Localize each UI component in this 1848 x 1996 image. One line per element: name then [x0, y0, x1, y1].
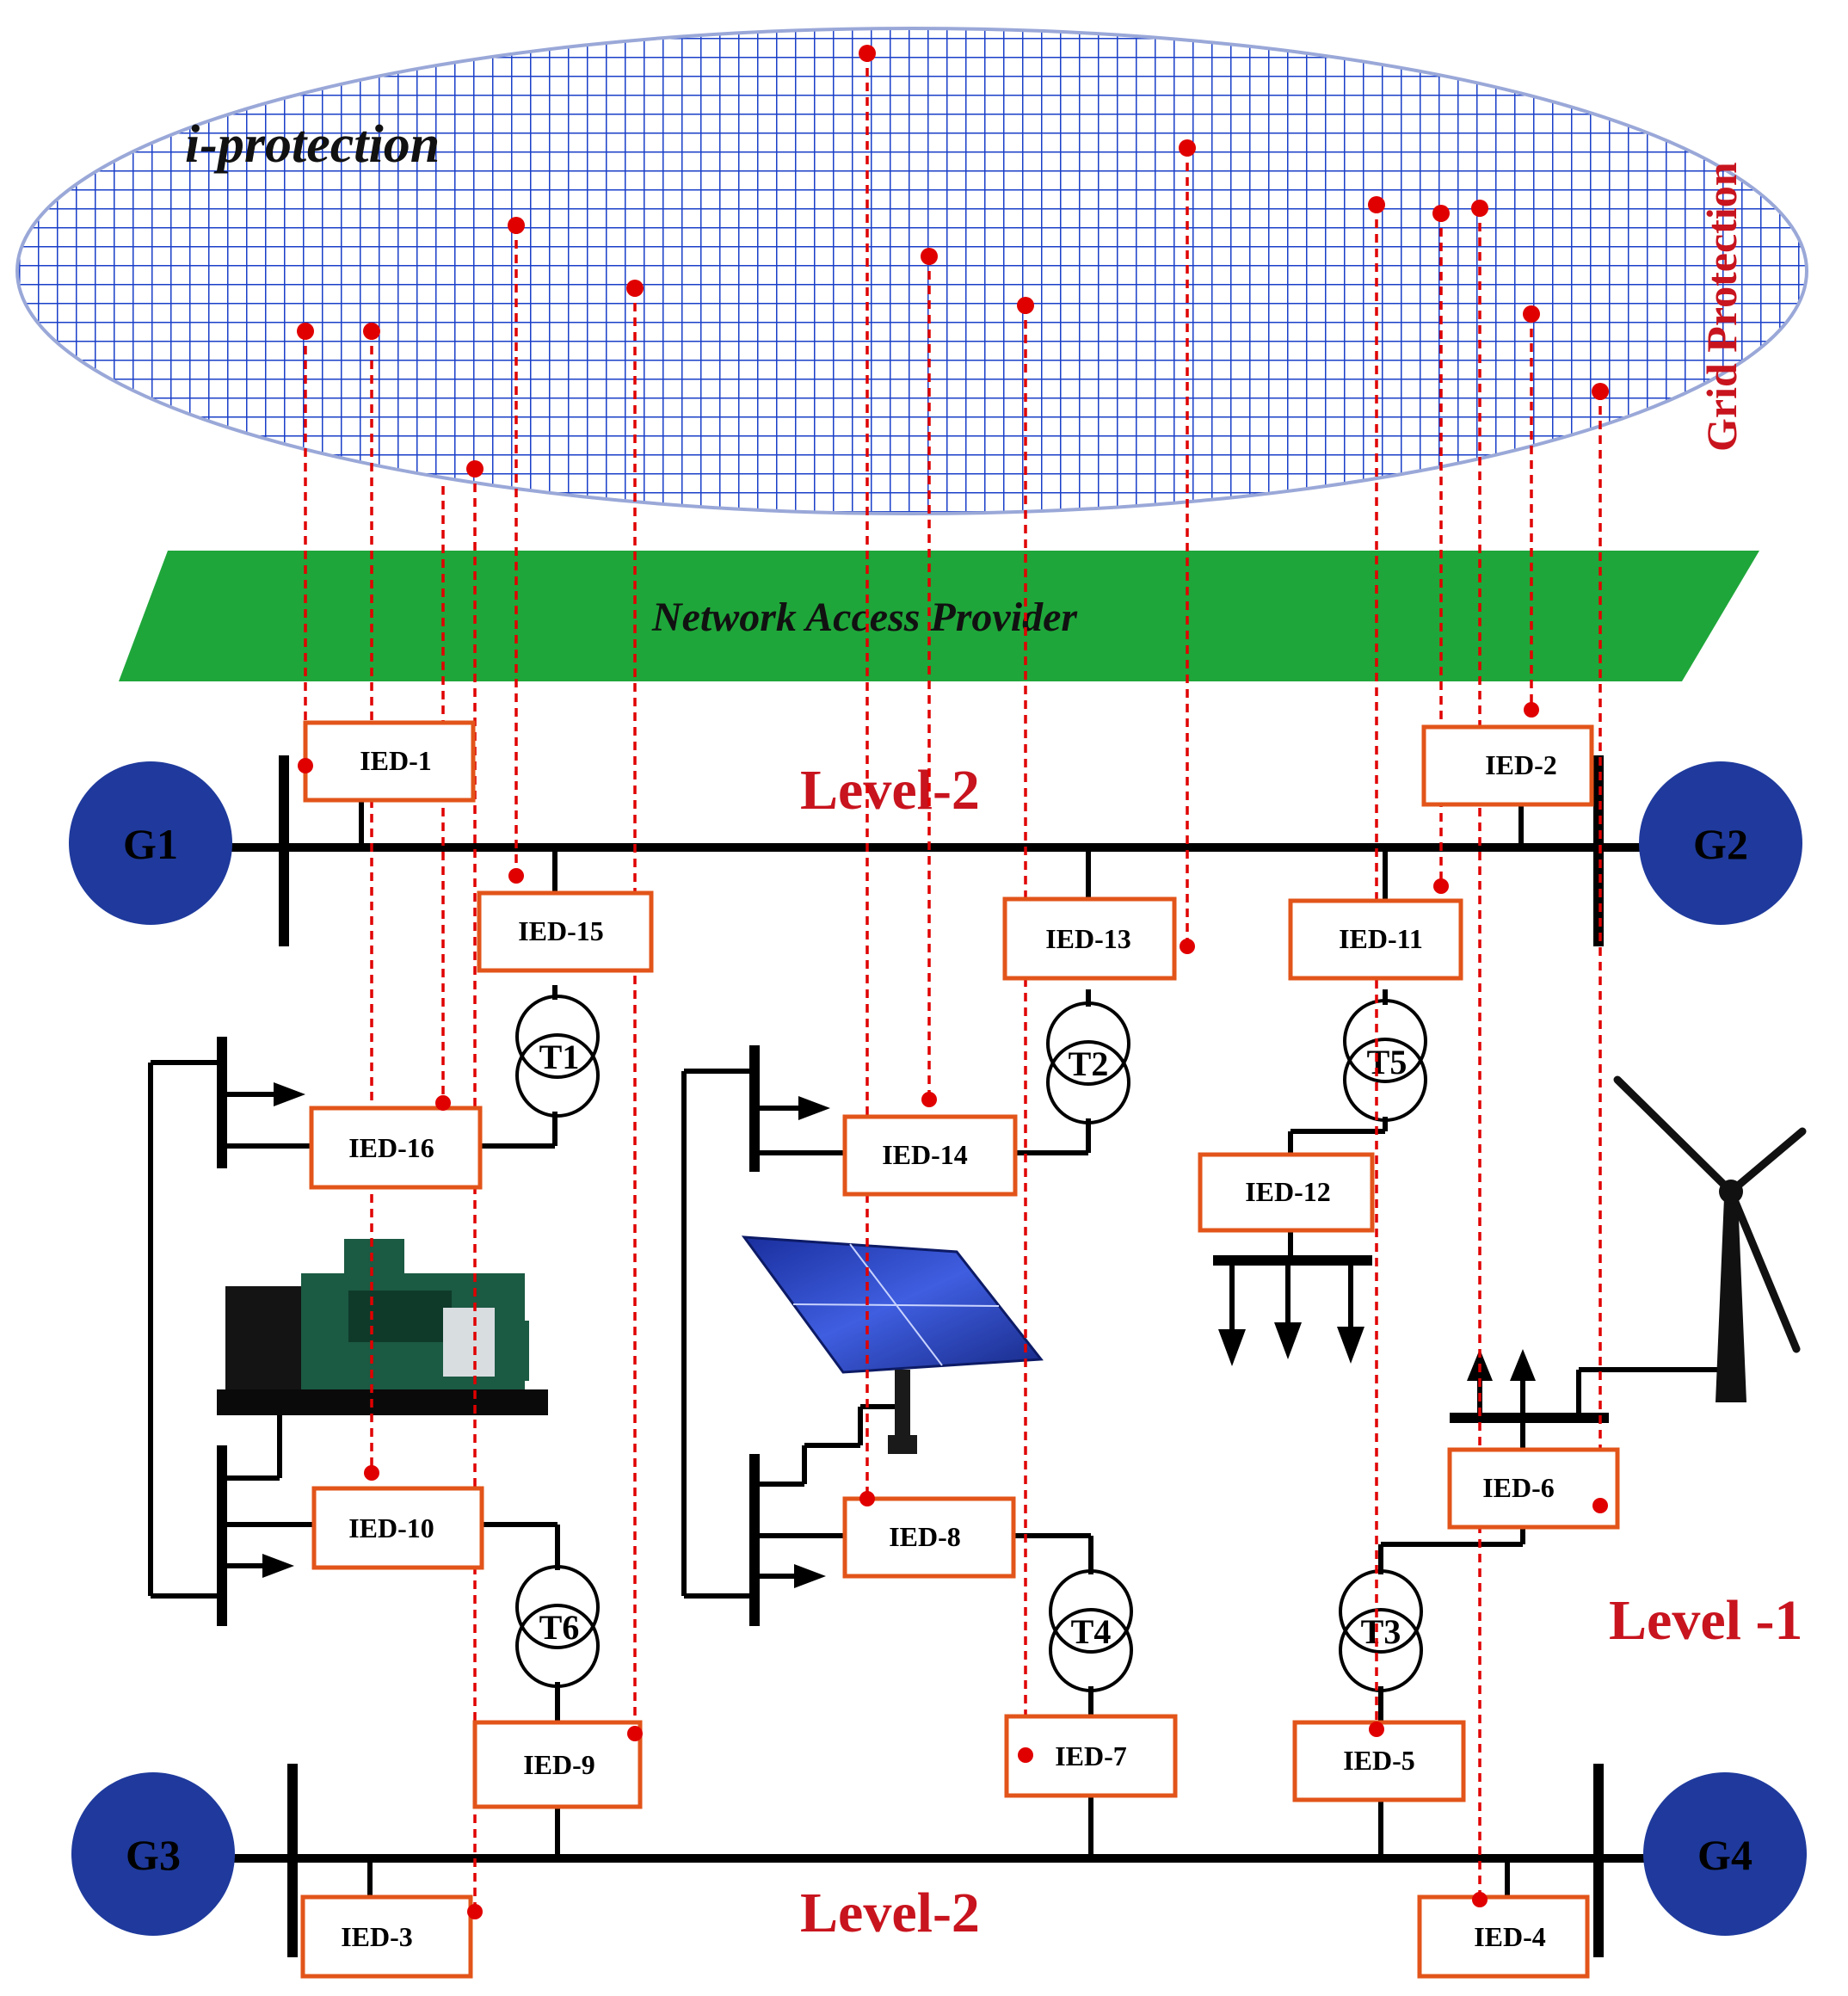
ied-4: IED-4	[1417, 1894, 1590, 1979]
ied-4-label: IED-4	[1474, 1921, 1546, 1952]
ied-8: IED-8	[842, 1496, 1016, 1579]
transformer-t3-label: T3	[1361, 1612, 1401, 1651]
level-2-top-label: Level-2	[800, 759, 980, 822]
transformer-t1-label: T1	[539, 1038, 580, 1076]
ied-2: IED-2	[1421, 724, 1594, 807]
generator-g3: G3	[71, 1772, 235, 1936]
left-feeder	[148, 985, 560, 1721]
wind-turbine-icon	[1613, 1075, 1807, 1402]
ied-12: IED-12	[1198, 1152, 1375, 1233]
ied-3-label: IED-3	[341, 1921, 413, 1952]
ied-15: IED-15	[477, 890, 654, 973]
ied-14-label: IED-14	[882, 1139, 968, 1170]
solar-panel-icon	[741, 1235, 1044, 1454]
ied-3: IED-3	[300, 1894, 473, 1979]
ied-9: IED-9	[472, 1720, 643, 1809]
network-access-provider: Network Access Provider	[119, 551, 1759, 681]
ied-8-label: IED-8	[889, 1521, 961, 1552]
transformer-t6-label: T6	[539, 1608, 580, 1647]
transformer-t5: T5	[1343, 999, 1427, 1122]
ied-11-label: IED-11	[1339, 923, 1423, 954]
ied-5-label: IED-5	[1343, 1745, 1415, 1776]
generator-g4: G4	[1643, 1772, 1807, 1936]
ied-1: IED-1	[303, 720, 476, 803]
generator-g1: G1	[69, 761, 232, 925]
ied-6: IED-6	[1447, 1447, 1620, 1530]
level-1-label: Level -1	[1609, 1589, 1802, 1652]
level-2-bottom-label: Level-2	[800, 1882, 980, 1944]
middle-feeder	[681, 989, 1093, 1716]
transformer-t4: T4	[1049, 1569, 1133, 1692]
transformer-t2-label: T2	[1069, 1044, 1109, 1083]
ied-1-label: IED-1	[360, 745, 432, 776]
diesel-generator-icon	[217, 1239, 548, 1415]
generator-g1-label: G1	[123, 820, 178, 868]
ied-16: IED-16	[309, 1106, 483, 1190]
ied-13-label: IED-13	[1045, 923, 1131, 954]
generator-g2-label: G2	[1693, 820, 1748, 868]
ied-10-label: IED-10	[348, 1512, 434, 1543]
ied-7-label: IED-7	[1055, 1740, 1127, 1771]
cloud-title: i-protection	[185, 115, 440, 174]
transformer-t6: T6	[515, 1565, 600, 1688]
ied-6-label: IED-6	[1482, 1472, 1555, 1503]
grid-protection-label: Grid Protection	[1697, 162, 1746, 452]
generator-g2: G2	[1639, 761, 1802, 925]
ied-2-label: IED-2	[1485, 749, 1557, 780]
ied-14: IED-14	[842, 1114, 1018, 1197]
transformer-t4-label: T4	[1071, 1612, 1112, 1651]
transformer-t5-label: T5	[1367, 1043, 1408, 1081]
ied-7: IED-7	[1004, 1714, 1178, 1798]
transformer-t3: T3	[1339, 1569, 1423, 1692]
communication-links	[304, 53, 1602, 1912]
ied-10: IED-10	[311, 1486, 484, 1570]
link-endpoints	[297, 45, 1609, 1919]
bottom-bus	[155, 1764, 1665, 1957]
ied-9-label: IED-9	[523, 1749, 595, 1780]
ied-16-label: IED-16	[348, 1132, 434, 1163]
ied-15-label: IED-15	[518, 915, 604, 946]
ied-13: IED-13	[1002, 896, 1177, 981]
generator-g3-label: G3	[126, 1831, 181, 1879]
transformer-t2: T2	[1046, 1001, 1130, 1124]
generator-g4-label: G4	[1697, 1831, 1753, 1879]
network-access-provider-label: Network Access Provider	[651, 594, 1078, 640]
transformer-t1: T1	[515, 995, 600, 1118]
ied-12-label: IED-12	[1245, 1176, 1331, 1207]
top-bus	[155, 755, 1665, 946]
ied-11: IED-11	[1288, 898, 1463, 981]
i-protection-cloud: i-protection	[15, 27, 1808, 515]
